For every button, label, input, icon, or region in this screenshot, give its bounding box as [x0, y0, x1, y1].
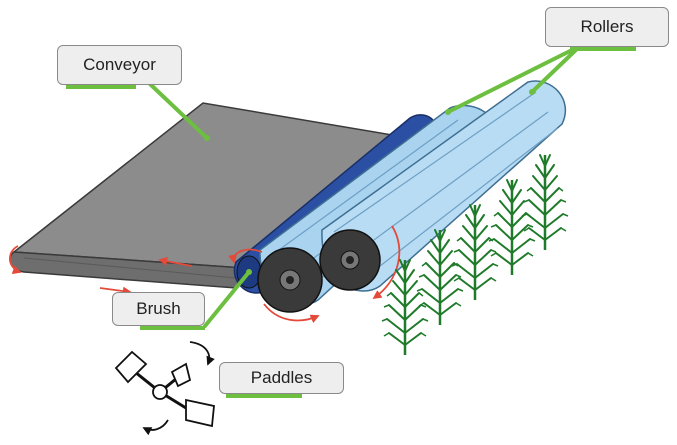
plant-icon [450, 203, 500, 302]
rotation-arrow-icon [372, 225, 401, 300]
leader-line-rollers [446, 44, 582, 114]
paddles-label-underline [226, 394, 302, 398]
plant-icon [487, 178, 537, 277]
leader-line-rollers-2 [530, 44, 582, 94]
conveyor-label-underline [66, 85, 136, 89]
plant-icon [520, 153, 570, 252]
leader-lines [148, 44, 582, 328]
rotation-arrow-icon [228, 248, 263, 264]
brush-label: Brush [112, 292, 205, 326]
rotation-arrow-icon [99, 286, 132, 296]
rotation-arrow-icon [158, 256, 193, 267]
conveyor-label: Conveyor [57, 45, 182, 85]
leader-line-conveyor [148, 82, 209, 140]
rotation-arrows [9, 225, 401, 324]
conveyor-belt [9, 102, 400, 289]
roller-front [319, 80, 567, 292]
rotation-arrow-icon [263, 303, 320, 324]
brush-label-underline [140, 326, 205, 330]
rollers-label: Rollers [545, 7, 669, 47]
paddle-icon [114, 341, 215, 436]
rotation-arrow-icon [9, 245, 22, 274]
leader-line-brush [203, 270, 251, 328]
paddles-label: Paddles [219, 362, 344, 394]
rollers-label-underline [570, 47, 636, 51]
